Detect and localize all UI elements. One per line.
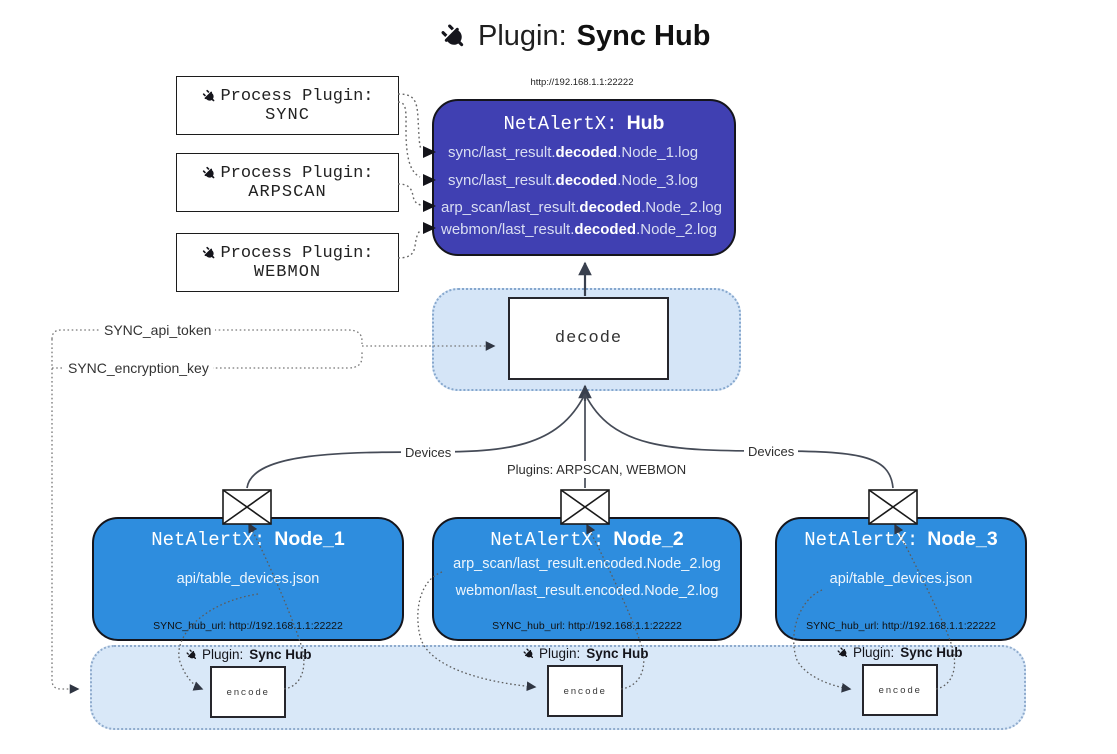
edge-label-devices-right: Devices: [744, 443, 799, 460]
process-plugin-box-sync: Process Plugin: SYNC: [176, 76, 399, 135]
band-section-label-1: Plugin:Sync Hub: [185, 647, 312, 662]
band-section-label-2: Plugin:Sync Hub: [522, 646, 649, 661]
connector-sync-log2: [397, 101, 421, 178]
node-box-2: NetAlertX:Node_2 arp_scan/last_result.en…: [432, 517, 742, 641]
plug-icon: [201, 245, 218, 262]
node-file: api/table_devices.json: [176, 571, 320, 587]
plug-icon: [522, 647, 536, 661]
hub-log-line: arp_scan/last_result.decoded.Node_2.log: [441, 199, 722, 216]
encode-box-1: encode: [210, 666, 286, 718]
node-title: NetAlertX:Node_1: [151, 528, 345, 551]
page-title: Plugin: Sync Hub: [438, 20, 710, 53]
sync-api-token-label: SYNC_api_token: [100, 321, 216, 339]
node-box-1: NetAlertX:Node_1 api/table_devices.json …: [92, 517, 404, 641]
process-plugin-name: SYNC: [265, 105, 310, 125]
plug-icon: [201, 165, 218, 182]
hub-log-line: sync/last_result.decoded.Node_1.log: [448, 144, 699, 161]
edge-label-plugins: Plugins: ARPSCAN, WEBMON: [503, 461, 691, 478]
node-box-3: NetAlertX:Node_3 api/table_devices.json …: [775, 517, 1027, 641]
process-plugin-name: ARPSCAN: [248, 182, 327, 202]
hub-log-line: sync/last_result.decoded.Node_3.log: [448, 172, 699, 189]
band-section-label-3: Plugin:Sync Hub: [836, 645, 963, 660]
hub-title-prefix: NetAlertX:: [503, 113, 618, 135]
title-prefix: Plugin:: [478, 20, 567, 52]
encode-label: encode: [878, 684, 922, 696]
process-plugin-label: Process Plugin:: [220, 86, 374, 106]
key-path-to-band: [51, 339, 80, 694]
hub-box: NetAlertX: Hub sync/last_result.decoded.N…: [432, 99, 736, 256]
decode-label: decode: [554, 329, 623, 348]
connector-webmon-log: [397, 229, 422, 259]
hub-title: NetAlertX: Hub: [434, 112, 734, 135]
process-plugin-box-arpscan: Process Plugin: ARPSCAN: [176, 153, 399, 212]
node-hub-url: SYNC_hub_url: http://192.168.1.1:22222: [806, 620, 996, 632]
connector-sync-log1: [397, 93, 422, 150]
node-hub-url: SYNC_hub_url: http://192.168.1.1:22222: [153, 620, 343, 632]
node-hub-url: SYNC_hub_url: http://192.168.1.1:22222: [492, 620, 682, 632]
plug-icon: [185, 648, 199, 662]
hub-title-name: Hub: [626, 112, 665, 134]
hub-log-line: webmon/last_result.decoded.Node_2.log: [441, 221, 717, 238]
process-plugin-connectors: [397, 93, 422, 259]
encode-label: encode: [563, 685, 607, 697]
decode-box: decode: [508, 297, 669, 380]
node-file: arp_scan/last_result.encoded.Node_2.log: [453, 556, 721, 572]
node-file: webmon/last_result.encoded.Node_2.log: [455, 583, 719, 599]
connector-arpscan-log: [397, 183, 422, 206]
plug-icon: [836, 646, 850, 660]
process-plugin-label: Process Plugin:: [220, 243, 374, 263]
node-title: NetAlertX:Node_3: [804, 528, 998, 551]
encode-box-2: encode: [547, 665, 623, 717]
process-plugin-name: WEBMON: [253, 262, 322, 282]
plug-icon: [201, 88, 218, 105]
title-name: Sync Hub: [576, 20, 711, 52]
edge-label-devices-left: Devices: [401, 444, 456, 461]
node-file: api/table_devices.json: [829, 571, 973, 587]
plug-icon: [438, 21, 470, 53]
process-plugin-label: Process Plugin:: [220, 163, 374, 183]
node-title: NetAlertX:Node_2: [490, 528, 684, 551]
sync-encryption-key-label: SYNC_encryption_key: [64, 359, 213, 377]
encode-label: encode: [226, 686, 270, 698]
process-plugin-box-webmon: Process Plugin: WEBMON: [176, 233, 399, 292]
encode-box-3: encode: [862, 664, 938, 716]
hub-url: http://192.168.1.1:22222: [530, 77, 634, 88]
